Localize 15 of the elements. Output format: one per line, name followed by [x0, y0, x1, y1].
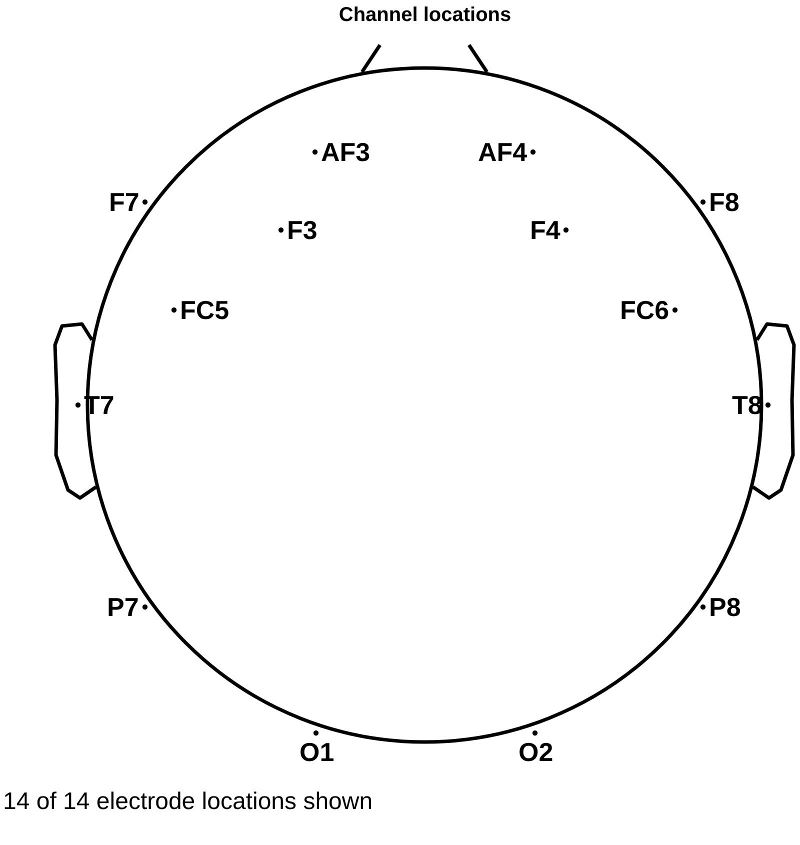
- title: Channel locations: [338, 3, 512, 28]
- electrode-label: P8: [709, 592, 741, 622]
- electrode-label: F4: [530, 215, 560, 245]
- electrode-label: AF4: [478, 137, 528, 167]
- electrode-label: F7: [109, 187, 140, 217]
- electrode-label: F3: [287, 215, 318, 245]
- electrode-label: FC6: [620, 295, 670, 325]
- electrode-label: O2: [518, 737, 554, 767]
- electrode-label: AF3: [321, 137, 370, 167]
- electrode-label: FC5: [180, 295, 230, 325]
- electrode-label: O1: [300, 737, 334, 767]
- electrode-label: T8: [732, 390, 762, 420]
- caption: 14 of 14 electrode locations shown: [3, 788, 373, 816]
- electrode-label: F8: [709, 187, 740, 217]
- electrode-label: P7: [107, 592, 139, 622]
